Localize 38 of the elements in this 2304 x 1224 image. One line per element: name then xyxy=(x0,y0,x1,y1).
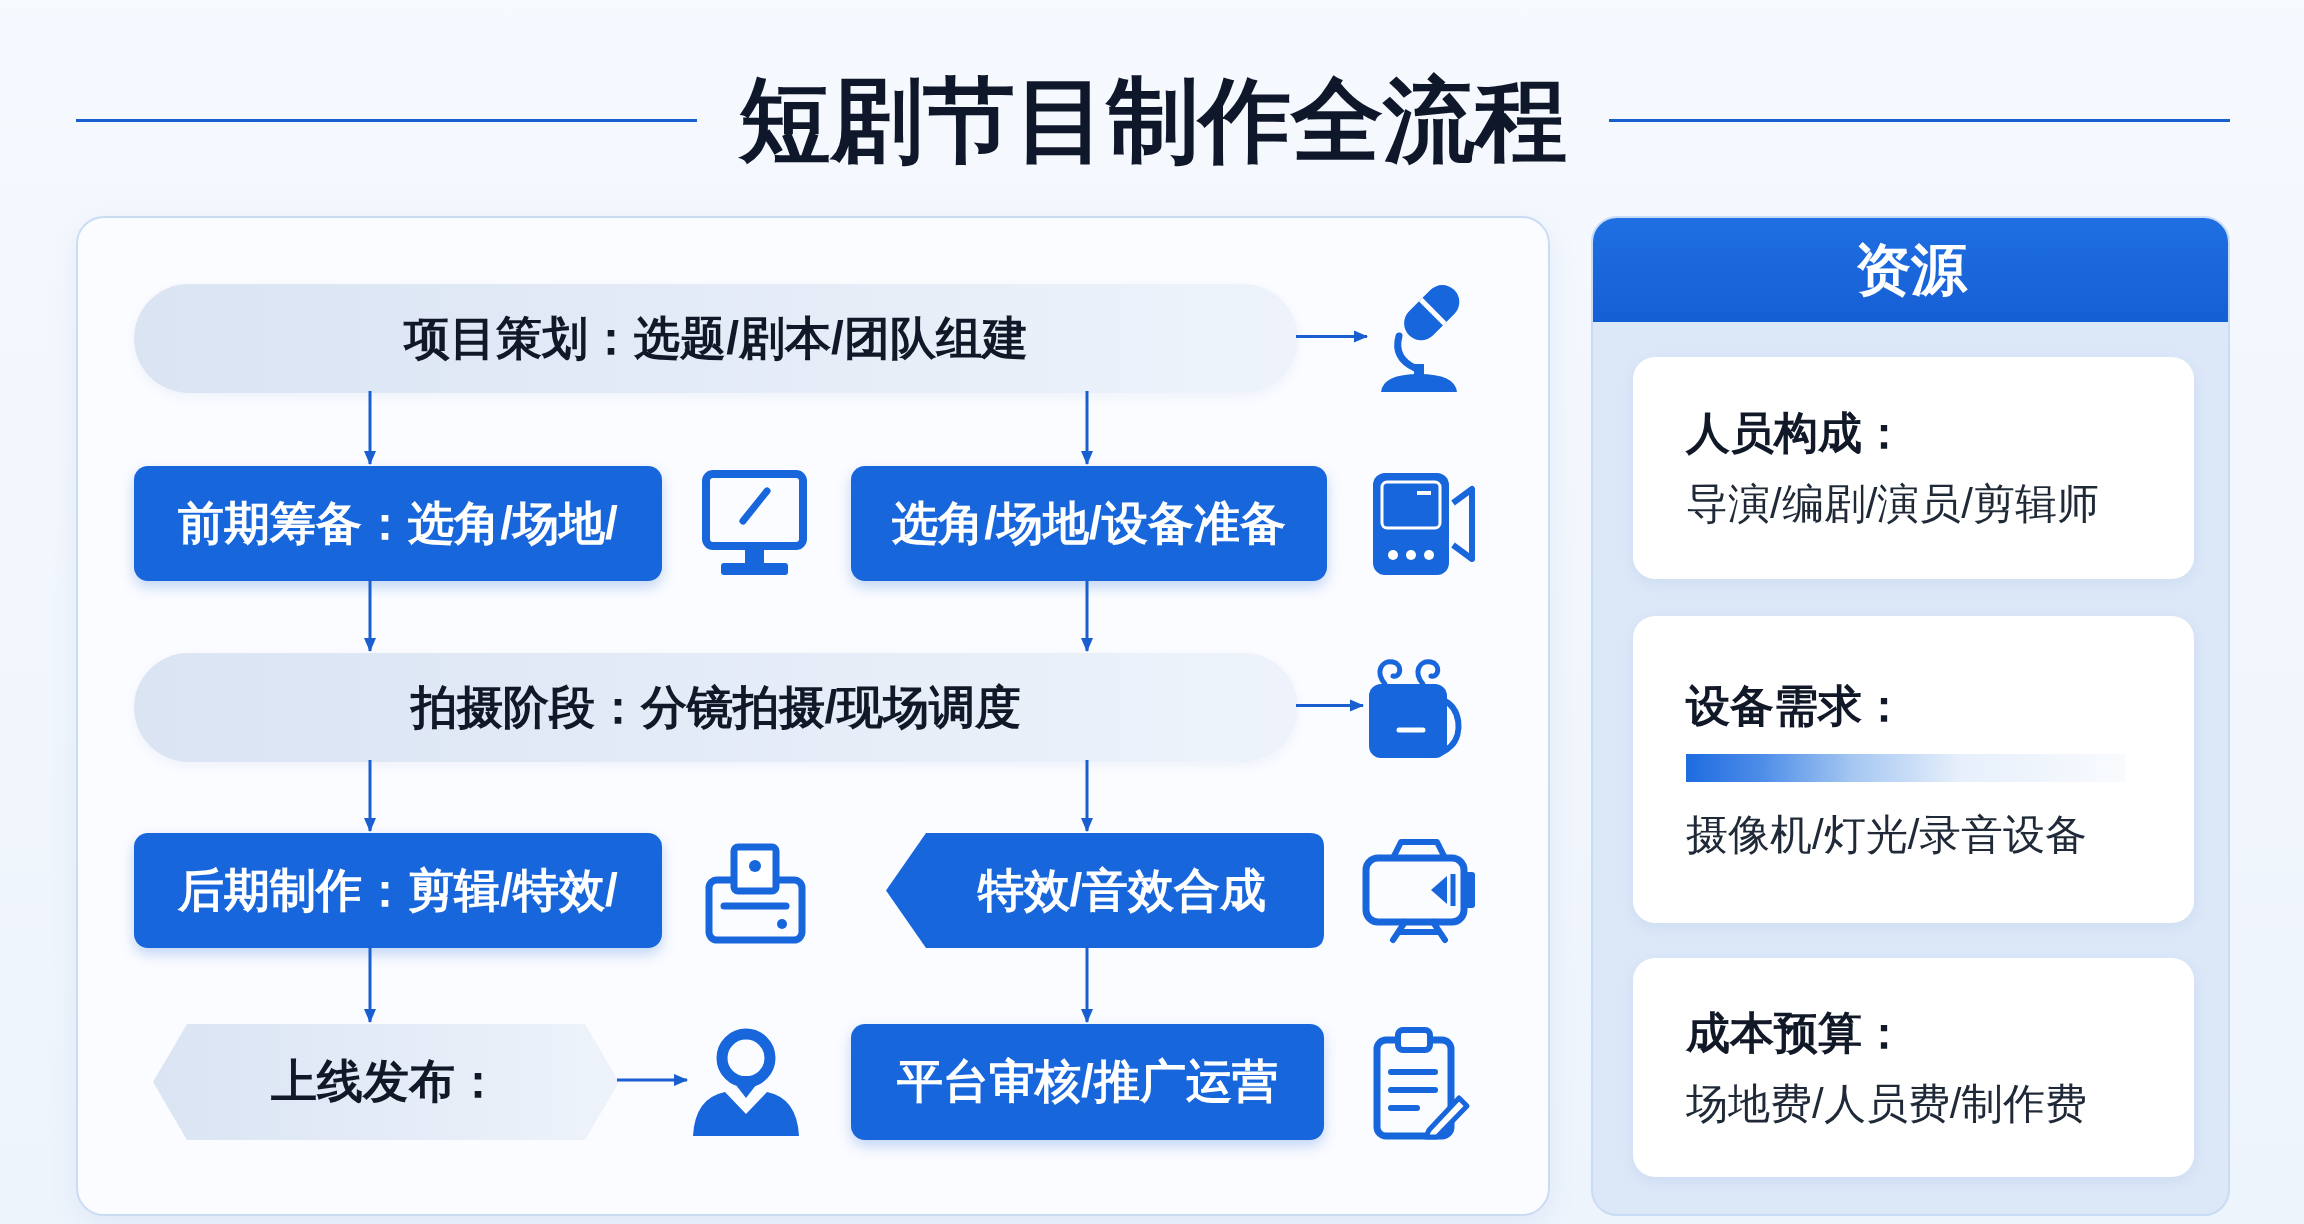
step-label: 拍摄阶段：分镜拍摄/现场调度 xyxy=(410,679,1022,735)
arrow-step-box xyxy=(886,833,1324,948)
panel-header: 资源 xyxy=(1593,218,2228,322)
diagram-title: 短剧节目制作全流程 xyxy=(739,74,1567,166)
step-label: 后期制作：剪辑/特效/ xyxy=(178,862,618,918)
step-label: 上线发布： xyxy=(271,1054,501,1110)
card-heading: 成本预算： xyxy=(1686,1006,1906,1059)
step-label: 前期筹备：选角/场地/ xyxy=(178,495,618,551)
step-box xyxy=(851,466,1327,581)
arrow xyxy=(364,391,376,465)
resource-panel xyxy=(1591,216,2230,1216)
step-label: 特效/音效合成 xyxy=(977,862,1267,918)
card-text: 摄像机/灯光/录音设备 xyxy=(1686,809,2088,860)
arrow xyxy=(364,579,376,652)
arrow xyxy=(1081,760,1093,832)
card-heading: 设备需求： xyxy=(1686,679,1906,732)
card-text: 场地费/人员费/制作费 xyxy=(1686,1078,2088,1129)
resource-card xyxy=(1633,357,2194,579)
flow-panel xyxy=(76,216,1550,1216)
resource-card xyxy=(1633,958,2194,1177)
arrow xyxy=(364,946,376,1023)
step-label: 平台审核/推广运营 xyxy=(897,1054,1278,1110)
step-box xyxy=(134,833,662,948)
arrow xyxy=(1296,699,1364,712)
step-label: 项目策划：选题/剧本/团队组建 xyxy=(404,310,1028,366)
arrow xyxy=(1081,391,1093,465)
step-label: 选角/场地/设备准备 xyxy=(892,495,1286,551)
step-box xyxy=(851,1024,1324,1140)
arrow xyxy=(1081,579,1093,652)
card-text: 导演/编剧/演员/剪辑师 xyxy=(1686,479,2099,530)
arrow xyxy=(1081,946,1093,1023)
card-heading: 人员构成： xyxy=(1686,407,1906,460)
arrow xyxy=(364,760,376,832)
arrow xyxy=(1296,330,1368,343)
arrow xyxy=(617,1074,688,1086)
step-box xyxy=(134,466,662,581)
resource-card xyxy=(1633,616,2194,923)
hexagon-step xyxy=(153,1024,619,1140)
